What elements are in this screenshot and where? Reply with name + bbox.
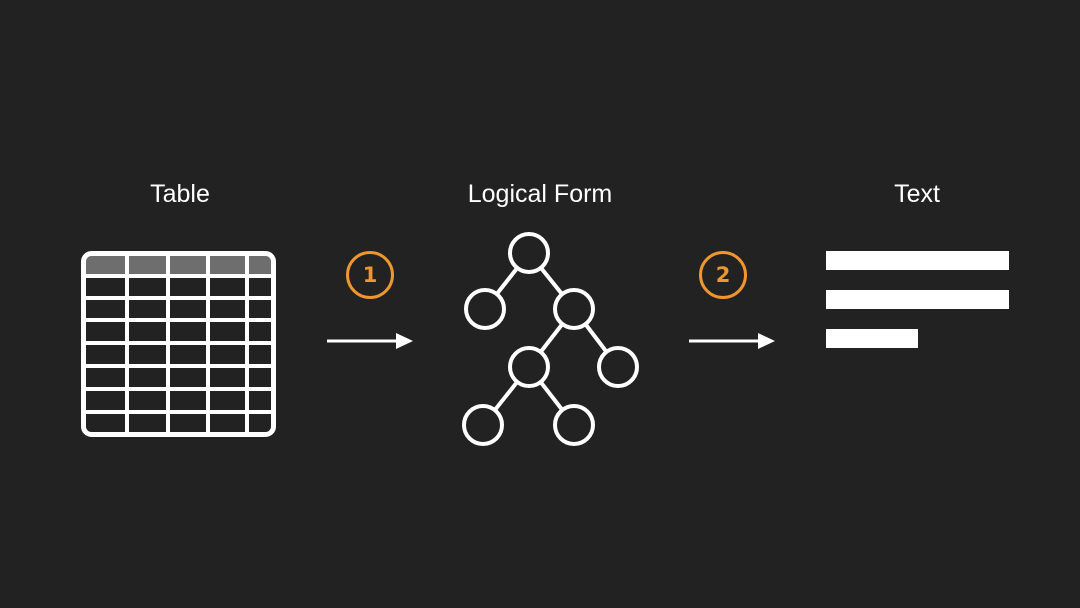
tree-icon [462, 232, 639, 446]
text-lines-icon [826, 251, 1009, 348]
tree-node [462, 404, 504, 446]
step-2-badge: 2 [699, 251, 747, 299]
arrow-right-icon [689, 333, 775, 349]
tree-node [464, 288, 506, 330]
table-column-lines [125, 254, 249, 434]
text-label: Text [894, 180, 940, 208]
tree-node [508, 232, 550, 274]
table-frame [81, 251, 276, 437]
tree-node [553, 404, 595, 446]
table-grid-icon [81, 251, 276, 437]
text-line [826, 290, 1009, 309]
table-label: Table [150, 180, 210, 208]
table-row-lines [84, 274, 273, 414]
table-header-row [85, 255, 273, 276]
arrow-right-icon [327, 333, 413, 349]
logical-form-label: Logical Form [467, 180, 613, 208]
step-1-badge: 1 [346, 251, 394, 299]
text-line [826, 329, 918, 348]
tree-node [597, 346, 639, 388]
text-line [826, 251, 1009, 270]
tree-node [553, 288, 595, 330]
tree-node [508, 346, 550, 388]
